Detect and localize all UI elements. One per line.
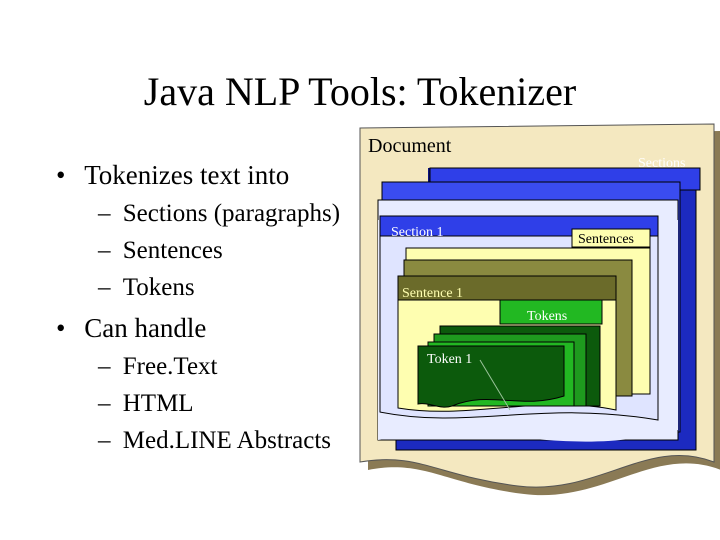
sub-bullet: – Sentences <box>98 237 223 265</box>
sub-bullet-text: Free.Text <box>122 353 218 380</box>
section-label: Section 1 <box>391 225 444 240</box>
slide-title: Java NLP Tools: Tokenizer <box>0 68 720 115</box>
tokens-stack <box>417 299 603 411</box>
sections-label: Sections <box>638 156 685 171</box>
tokens-label: Tokens <box>527 309 567 324</box>
sub-bullet: – Free.Text <box>98 353 218 381</box>
slide-title-text: Java NLP Tools: Tokenizer <box>143 69 577 114</box>
sentence-label: Sentence 1 <box>402 286 463 301</box>
bullet-2: • Can handle <box>56 313 206 344</box>
sub-bullet-text: Sections (paragraphs) <box>122 200 341 227</box>
bullet-2-text: Can handle <box>84 313 207 343</box>
bullet-dot: • <box>56 160 66 190</box>
bullet-1-text: Tokenizes text into <box>84 160 290 190</box>
dash: – <box>98 237 111 264</box>
sub-bullet-text: HTML <box>122 390 194 417</box>
sub-bullet-text: Sentences <box>122 237 223 264</box>
dash: – <box>98 390 111 417</box>
document-label: Document <box>368 135 452 157</box>
sub-bullet: – HTML <box>98 390 194 418</box>
dash: – <box>98 427 111 454</box>
dash: – <box>98 274 111 301</box>
bullet-1: • Tokenizes text into <box>56 160 289 191</box>
sub-bullet-text: Med.LINE Abstracts <box>122 427 332 454</box>
sub-bullet: – Med.LINE Abstracts <box>98 427 331 455</box>
sub-bullet-text: Tokens <box>122 274 195 301</box>
bullet-dot: • <box>56 313 66 343</box>
token-label: Token 1 <box>427 352 472 367</box>
sub-bullet: – Tokens <box>98 274 195 302</box>
dash: – <box>98 353 111 380</box>
sentences-label: Sentences <box>578 232 634 247</box>
sub-bullet: – Sections (paragraphs) <box>98 200 340 228</box>
dash: – <box>98 200 111 227</box>
